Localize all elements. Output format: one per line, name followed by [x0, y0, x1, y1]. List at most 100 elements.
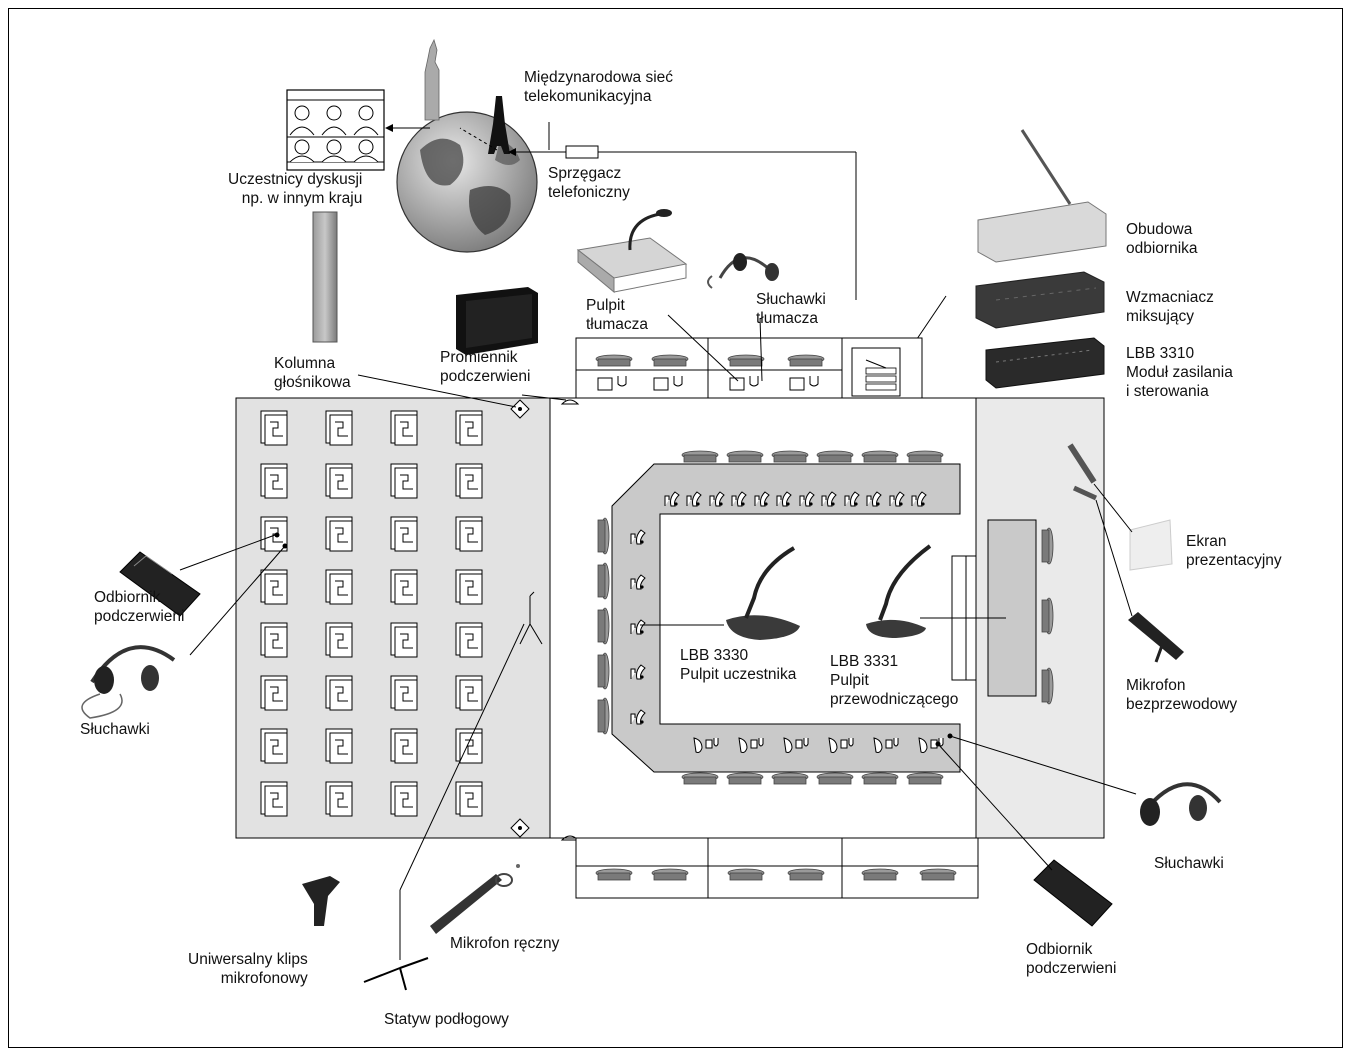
statue-icon: [424, 38, 440, 121]
audience-seat: [390, 675, 418, 711]
telephone-coupler-icon: [565, 145, 599, 159]
u-table: [611, 463, 961, 773]
diagram-frame: [8, 8, 1343, 1048]
audience-seat: [260, 781, 288, 817]
headphones-right-icon: [1140, 782, 1222, 826]
ir-radiator-marker-top: [510, 399, 530, 419]
audience-seat: [325, 728, 353, 764]
mic-clip-icon: [302, 876, 340, 926]
audience-seat: [390, 569, 418, 605]
audience-seat: [260, 410, 288, 446]
audience-seat: [325, 622, 353, 658]
audience-seat: [455, 728, 483, 764]
audience-seat: [325, 569, 353, 605]
audience-seat: [260, 569, 288, 605]
ir-radiator-icon: [456, 287, 538, 355]
audience-seat: [390, 622, 418, 658]
chair-left: [597, 517, 610, 555]
delegate-unit-icon: [726, 546, 800, 640]
audience-seat: [260, 622, 288, 658]
audience-seat: [455, 410, 483, 446]
audience-seat: [325, 410, 353, 446]
interpreter-booths-bottom: [575, 837, 979, 899]
floor-stand-label: Statyw podłogowy: [384, 1011, 509, 1028]
audience-seat: [455, 516, 483, 552]
chair-left: [597, 652, 610, 690]
eiffel-tower-icon: [488, 96, 510, 154]
interpreter-headphones-icon: [707, 253, 779, 289]
headphones-left-icon: [81, 645, 176, 719]
audience-seat: [390, 516, 418, 552]
chair-left: [597, 562, 610, 600]
audience-seat: [455, 463, 483, 499]
chair-right: [1041, 597, 1054, 635]
participants-screen: [286, 89, 385, 171]
audience-seat: [390, 463, 418, 499]
interpreter-booths-top: [575, 337, 923, 399]
audience-seat: [325, 781, 353, 817]
chair-top: [861, 450, 899, 463]
chair-bottom: [816, 772, 854, 785]
chair-bottom: [861, 772, 899, 785]
chair-left: [597, 607, 610, 645]
chairman-unit-icon: [866, 544, 932, 638]
chair-top: [906, 450, 944, 463]
audience-seat: [455, 569, 483, 605]
audience-seat: [455, 675, 483, 711]
hand-microphone-label: Mikrofon ręczny: [450, 935, 560, 952]
floor-stand-icon: [363, 591, 543, 991]
chairman-table: [951, 519, 1037, 697]
audience-seat: [390, 781, 418, 817]
chair-top: [771, 450, 809, 463]
mixing-amplifier-icon: [975, 271, 1105, 329]
hand-microphone-icon: [430, 864, 520, 934]
chair-top: [681, 450, 719, 463]
chair-bottom: [681, 772, 719, 785]
chair-right: [1041, 667, 1054, 705]
ir-receiver-right-icon: [1033, 859, 1113, 927]
ir-radiator-marker-bottom: [510, 818, 530, 838]
chair-bottom: [726, 772, 764, 785]
audience-seat: [260, 675, 288, 711]
audience-seat: [390, 728, 418, 764]
audience-seat: [260, 463, 288, 499]
receiver-housing-icon: [977, 129, 1107, 263]
interpreter-desk-icon: [576, 209, 688, 294]
audience-seat: [455, 622, 483, 658]
globe-icon: [396, 111, 538, 253]
chair-left: [597, 697, 610, 735]
audience-seat: [455, 781, 483, 817]
ir-receiver-left-icon: [119, 551, 201, 617]
chair-top: [726, 450, 764, 463]
headphones-right-label: Słuchawki: [1154, 855, 1224, 872]
wireless-microphone-icon: [1067, 443, 1184, 663]
audience-seat: [325, 463, 353, 499]
chair-bottom: [771, 772, 809, 785]
audience-seat: [260, 728, 288, 764]
audience-seat: [390, 410, 418, 446]
audience-seat: [325, 675, 353, 711]
headphones-left-label: Słuchawki: [80, 721, 150, 738]
chair-top: [816, 450, 854, 463]
chair-bottom: [906, 772, 944, 785]
power-module-icon: [985, 337, 1105, 389]
loudspeaker-column-icon: [312, 211, 338, 343]
audience-seat: [325, 516, 353, 552]
